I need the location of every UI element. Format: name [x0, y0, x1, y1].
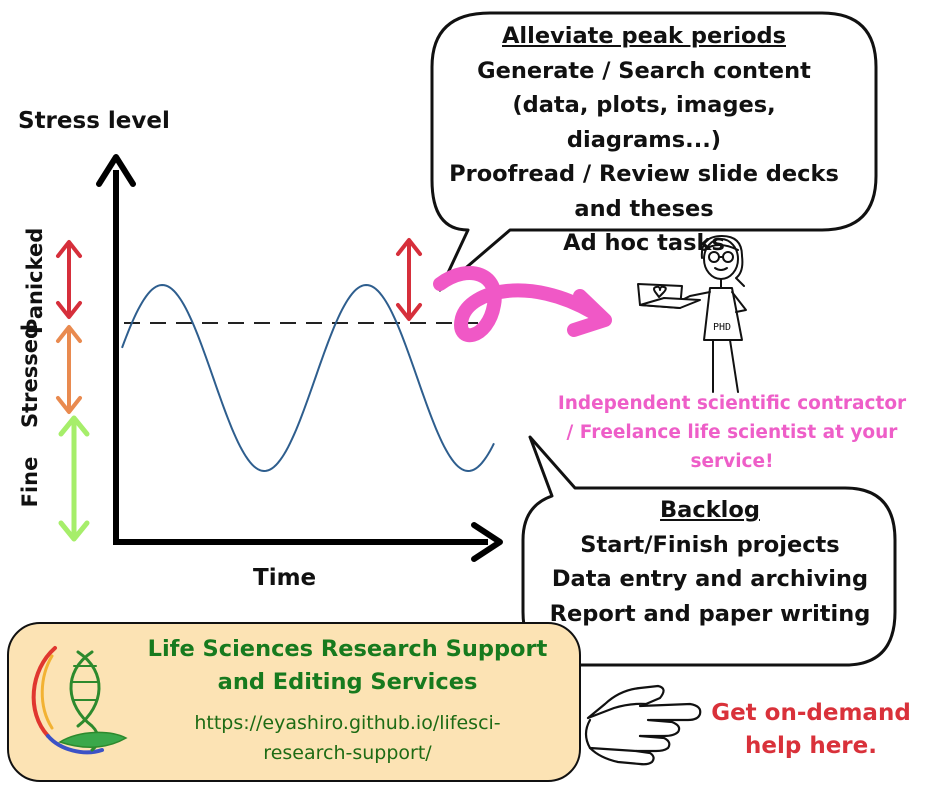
backlog-bubble-line: Data entry and archiving [551, 566, 869, 592]
y-axis-title: Stress level [18, 108, 170, 134]
peak-bubble-line: and theses [574, 195, 714, 222]
stress-curve [121, 283, 495, 473]
phd-shirt-label: PHD [713, 322, 731, 333]
dna-hand-logo-icon [31, 646, 128, 755]
peak-speech-bubble [430, 11, 878, 292]
level-label-panicked: Panicked [23, 227, 47, 334]
cta-line[interactable]: Get on-demand [711, 700, 911, 726]
pointing-hand-icon [584, 684, 702, 766]
panicked-range-arrow [56, 240, 82, 319]
stressed-range-arrow [56, 325, 82, 414]
backlog-bubble-line: Report and paper writing [549, 600, 871, 627]
backlog-bubble-line: Start/Finish projects [580, 531, 840, 558]
phd-scientist-figure-icon [637, 235, 747, 393]
service-card [7, 622, 581, 782]
backlog-bubble-text: Backlog Start/Finish projects Data entry… [530, 493, 890, 631]
peak-bubble-line: Ad hoc tasks [563, 230, 725, 256]
contractor-caption-line: service! [690, 451, 774, 472]
fine-range-arrow [58, 415, 90, 542]
service-card-title-line: Life Sciences Research Support [147, 636, 548, 662]
pink-swoosh-arrow [433, 266, 612, 343]
level-label-fine: Fine [18, 456, 42, 508]
cta-text[interactable]: Get on-demand help here. [696, 697, 926, 763]
peak-bubble-line: Proofread / Review slide decks [449, 161, 839, 187]
peak-bubble-heading: Alleviate peak periods [502, 23, 786, 49]
peak-excess-arrow [396, 238, 422, 321]
service-card-title-line: and Editing Services [217, 669, 478, 695]
service-card-url-line[interactable]: research-support/ [263, 742, 432, 764]
backlog-bubble-heading: Backlog [660, 497, 760, 523]
peak-bubble-text: Alleviate peak periods Generate / Search… [436, 19, 852, 261]
cta-line[interactable]: help here. [745, 733, 877, 759]
level-label-stressed: Stressed [18, 323, 42, 428]
service-card-url[interactable]: https://eyashiro.github.io/lifesci- rese… [130, 708, 565, 768]
contractor-caption-line: / Freelance life scientist at your [566, 422, 898, 443]
contractor-caption-line: Independent scientific contractor [557, 393, 907, 414]
x-axis-title: Time [253, 565, 317, 591]
service-card-title: Life Sciences Research Support and Editi… [130, 633, 565, 699]
service-card-url-line[interactable]: https://eyashiro.github.io/lifesci- [194, 712, 501, 734]
backlog-speech-bubble [521, 435, 897, 667]
contractor-caption: Independent scientific contractor / Free… [532, 389, 932, 476]
peak-bubble-line: Generate / Search content [477, 57, 811, 84]
peak-bubble-line: (data, plots, images, diagrams...) [512, 92, 776, 153]
chart-axes [96, 154, 503, 562]
